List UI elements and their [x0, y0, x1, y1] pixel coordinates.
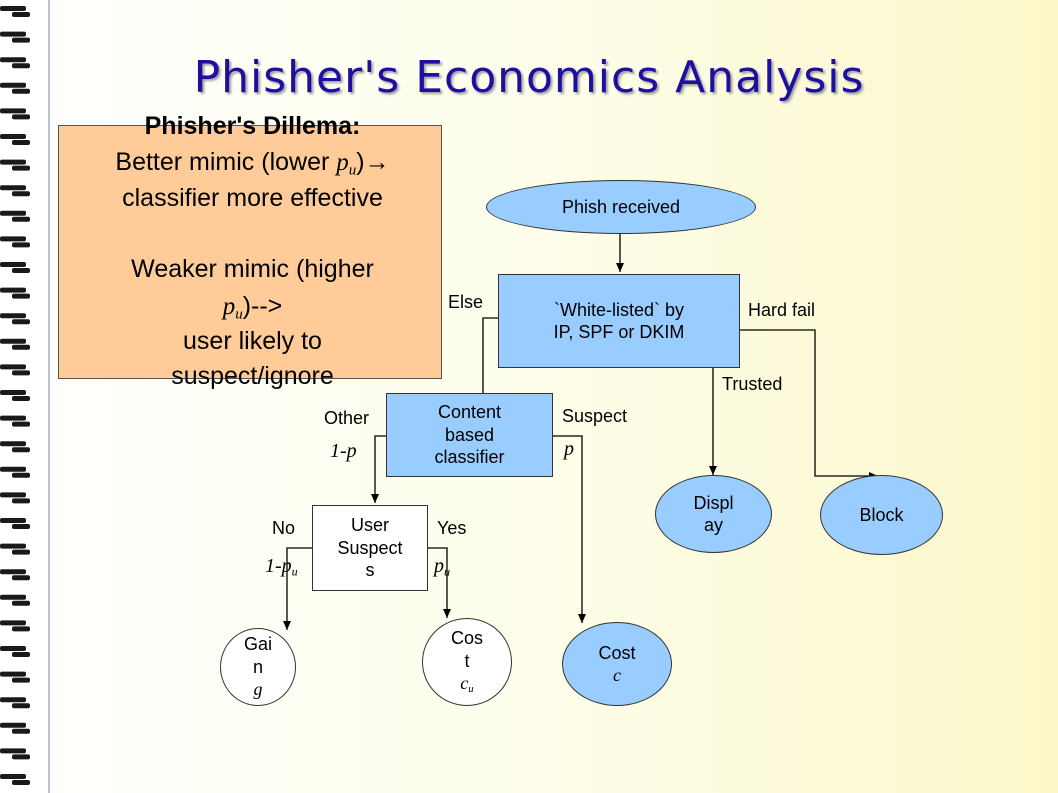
spiral-ring	[0, 6, 30, 17]
node-block: Block	[820, 475, 943, 555]
edge-user-no	[283, 547, 312, 630]
spiral-ring	[0, 338, 30, 350]
edge-classifier-other	[371, 435, 386, 503]
dilemma-line-6: suspect/ignore	[171, 362, 334, 390]
edge-user-yes	[428, 547, 451, 618]
node-phish-received: Phish received	[486, 180, 756, 234]
spiral-ring	[0, 159, 30, 171]
spiral-ring	[0, 748, 30, 760]
spiral-ring	[0, 518, 30, 529]
notebook-spiral-binding	[0, 6, 30, 785]
spiral-ring	[0, 210, 30, 222]
spiral-ring	[0, 492, 30, 504]
dilemma-heading: Phisher's Dillema:	[144, 112, 361, 140]
label-else: Else	[448, 292, 484, 312]
label-no-probability: 1-pu	[265, 555, 298, 579]
dilemma-line-1: Better mimic (lower pu)→	[115, 148, 390, 179]
edge-classifier-suspect	[553, 435, 586, 623]
label-hard-fail: Hard fail	[748, 300, 816, 320]
spiral-ring	[0, 236, 30, 248]
spiral-ring	[0, 31, 30, 43]
label-no: No	[272, 518, 296, 538]
label-yes-probability: pu	[434, 555, 450, 579]
label-other: Other	[324, 408, 370, 428]
spiral-ring	[0, 82, 30, 94]
dilemma-line-4: pu)-->	[222, 292, 283, 323]
spiral-ring	[0, 57, 30, 69]
spiral-ring	[0, 313, 30, 325]
spiral-ring	[0, 364, 30, 376]
dilemma-line-5: user likely to	[183, 327, 322, 355]
label-yes: Yes	[437, 518, 467, 538]
right-arrow-icon: →	[364, 148, 390, 176]
label-other-probability: 1-p	[330, 440, 357, 462]
label-suspect-probability: p	[564, 438, 574, 460]
spiral-ring	[0, 722, 30, 734]
spiral-ring	[0, 697, 30, 709]
spiral-ring	[0, 671, 30, 683]
spiral-ring	[0, 390, 30, 401]
spiral-ring	[0, 262, 30, 273]
spiral-ring	[0, 774, 30, 785]
edge-whitelist-hard-fail	[740, 329, 878, 480]
dilemma-line-2: classifier more effective	[122, 184, 383, 212]
label-trusted: Trusted	[722, 374, 783, 394]
dilemma-box	[58, 125, 442, 379]
spiral-ring	[0, 415, 30, 427]
spiral-ring	[0, 287, 30, 299]
dilemma-line-3: Weaker mimic (higher	[131, 255, 374, 283]
edge-whitelist-else	[386, 317, 498, 406]
spiral-ring	[0, 441, 30, 453]
spiral-ring	[0, 185, 30, 197]
spiral-ring	[0, 108, 30, 120]
notebook-margin-line	[48, 0, 50, 793]
label-suspect: Suspect	[562, 406, 628, 426]
spiral-ring	[0, 543, 30, 555]
spiral-ring	[0, 646, 30, 657]
spiral-ring	[0, 620, 30, 632]
spiral-ring	[0, 466, 30, 478]
slide-title: Phisher's Economics Analysis	[193, 52, 865, 103]
spiral-ring	[0, 134, 30, 145]
spiral-ring	[0, 594, 30, 606]
spiral-ring	[0, 569, 30, 581]
